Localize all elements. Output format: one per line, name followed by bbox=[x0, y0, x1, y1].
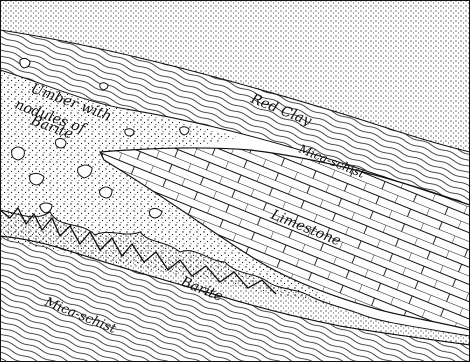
geologic-cross-section: Red Clay Mica-schist Umber with nodules … bbox=[0, 0, 470, 362]
